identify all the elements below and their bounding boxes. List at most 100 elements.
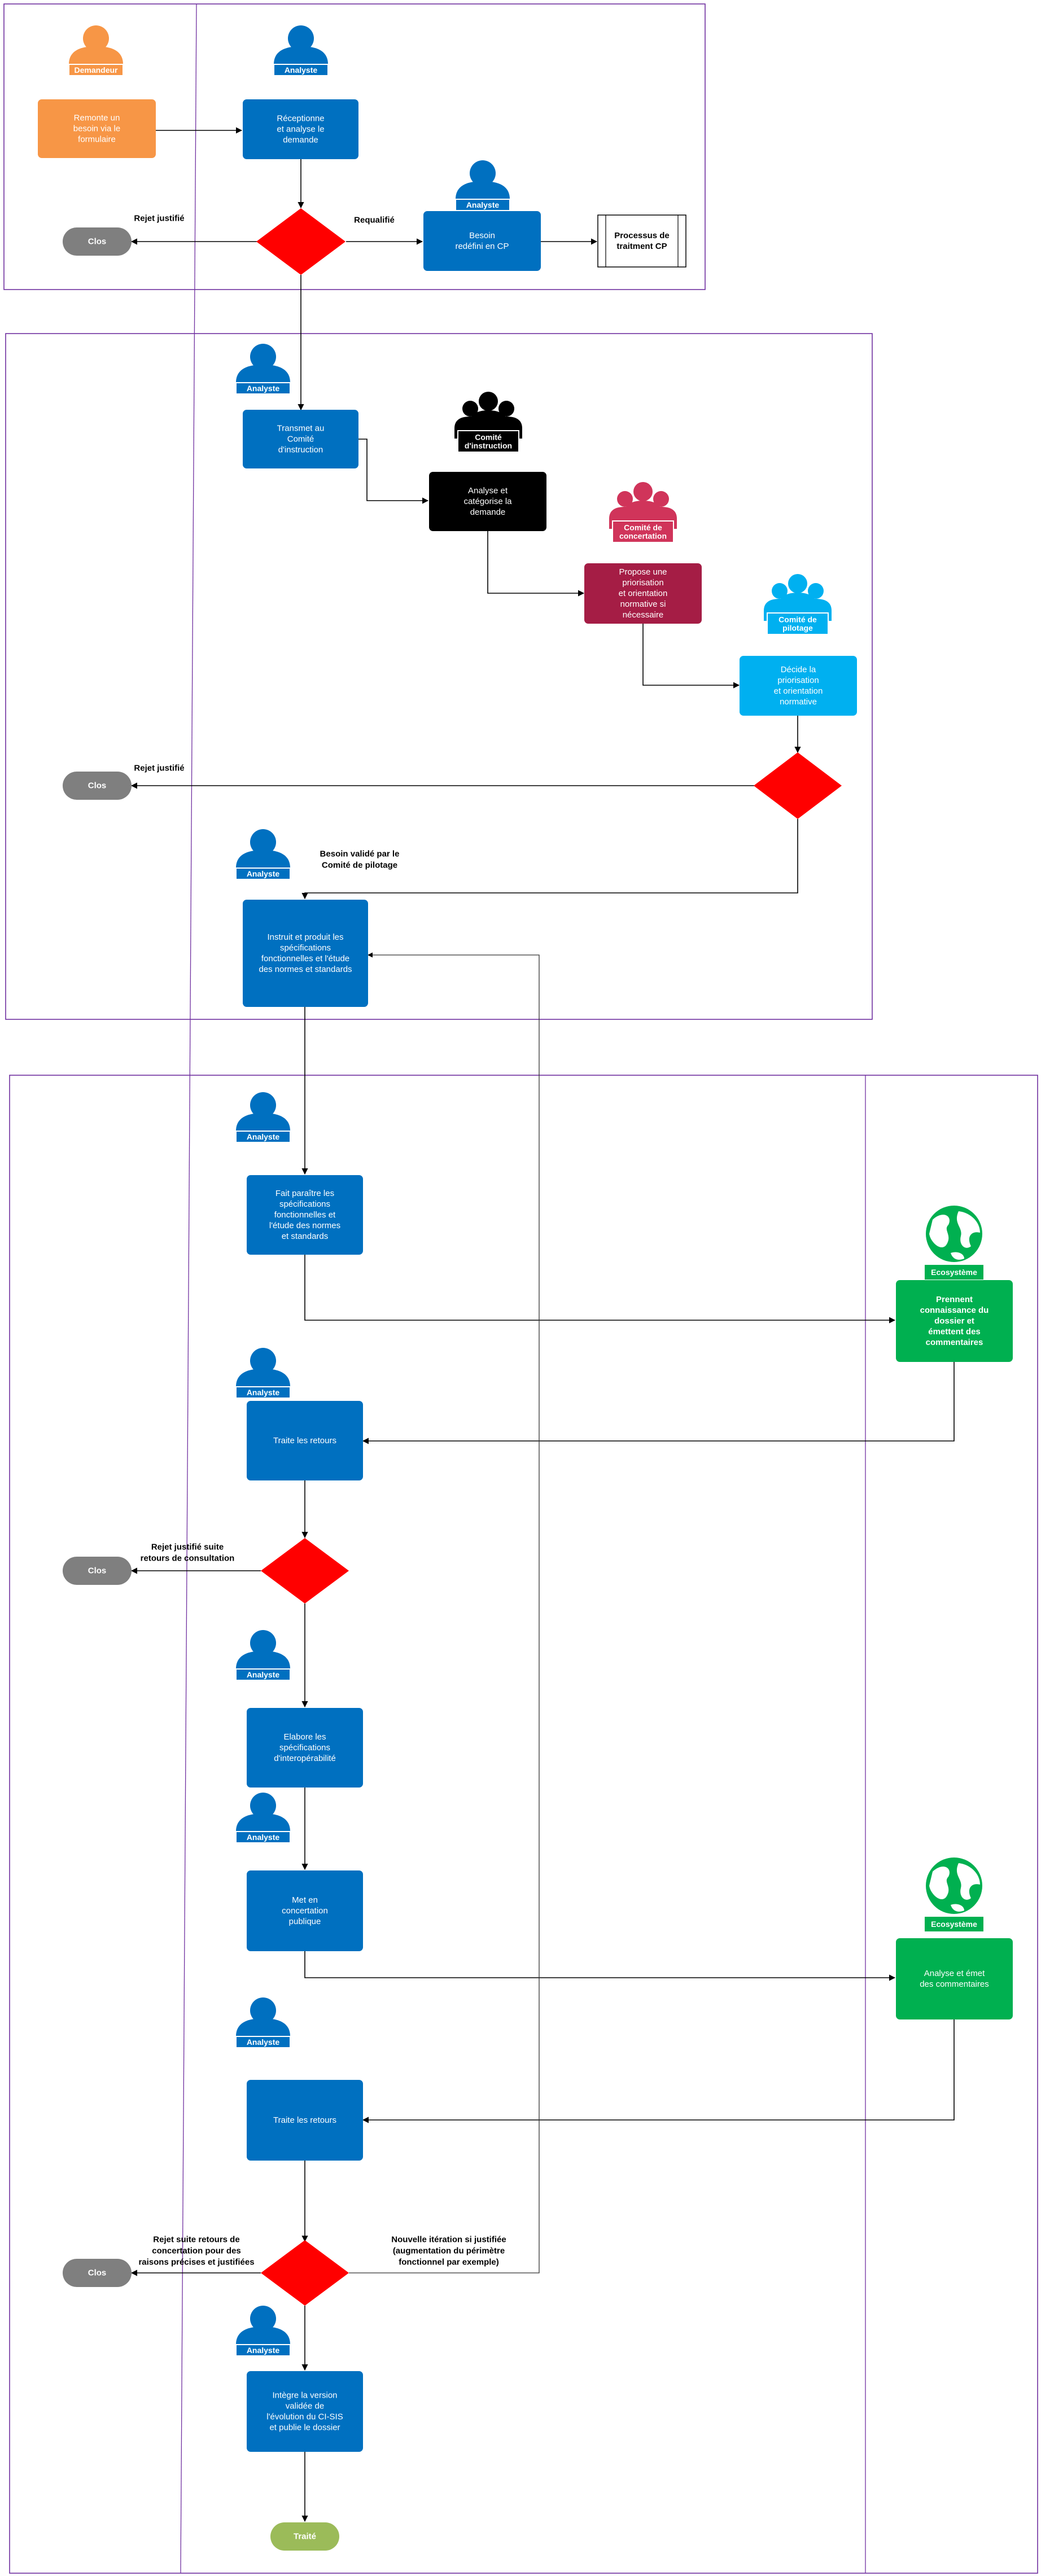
step-elabore-specifications: Elabore lesspécificationsd'interopérabil…	[247, 1708, 363, 1788]
step-traite-retours: Traite les retours	[247, 1401, 363, 1480]
text-line: commentaires	[926, 1338, 983, 1347]
text-line: nécessaire	[623, 610, 664, 620]
text-line: Besoin	[469, 231, 495, 240]
actor-label-bg	[612, 520, 674, 543]
text-line: Analyste	[466, 200, 500, 209]
globe-icon	[926, 1857, 982, 1914]
terminal-clos: Clos	[63, 1557, 132, 1585]
text-line: redéfini en CP	[455, 242, 509, 251]
text-line: Traite les retours	[273, 1436, 336, 1445]
text-line: Analyste	[247, 1388, 280, 1397]
text-line: Prennent	[936, 1295, 973, 1304]
box-shape	[429, 472, 546, 531]
swimlane-qualification	[3, 3, 706, 290]
actor-label-bg	[235, 2344, 291, 2356]
text-line: Réceptionne	[277, 114, 324, 124]
box-shape	[247, 1870, 363, 1951]
text-line: Nouvelle itération si justifiée	[391, 2235, 506, 2245]
text-line: et publie le dossier	[269, 2423, 340, 2433]
swimlane-consultation	[9, 1075, 1038, 2574]
text-line: Fait paraître les	[275, 1189, 334, 1198]
box-shape	[247, 1175, 363, 1255]
actor-analyste: Analyste	[235, 1630, 291, 1681]
text-line: Analyste	[285, 65, 318, 75]
decision-pilotage	[754, 752, 842, 819]
decision-qualification	[256, 208, 345, 275]
box-shape	[247, 2371, 363, 2452]
actor-label-bg	[457, 430, 519, 453]
text-line: Clos	[88, 781, 107, 791]
box-shape	[38, 99, 156, 158]
text-line: Clos	[88, 237, 107, 247]
text-line: des normes et standards	[259, 965, 352, 974]
text-line: normative	[780, 697, 817, 707]
terminal-shape	[63, 227, 132, 256]
actor-label-bg	[925, 1265, 983, 1280]
text-line: catégorise la	[463, 497, 512, 506]
text-line: Ecosystème	[931, 1268, 977, 1277]
box-shape	[740, 656, 857, 716]
text-line: Besoin validé par le	[320, 849, 400, 859]
text-line: Ecosystème	[931, 1920, 977, 1929]
text-line: émettent des	[928, 1327, 981, 1337]
terminal-clos: Clos	[63, 772, 132, 800]
text-line: Remonte un	[74, 113, 120, 123]
actor-label-bg	[235, 1668, 291, 1681]
text-line: Comité de	[778, 615, 817, 624]
text-line: Clos	[88, 2268, 107, 2278]
text-line: l'évolution du CI-SIS	[266, 2412, 343, 2422]
actor-ecosysteme: Ecosystème	[925, 1206, 983, 1280]
text-line: et orientation	[774, 686, 823, 696]
text-line: et standards	[282, 1232, 329, 1241]
text-line: Intègre la version	[272, 2391, 337, 2400]
text-line: Analyse et émet	[924, 1969, 985, 1978]
text-line: Rejet suite retours de	[153, 2235, 239, 2245]
actor-analyste: Analyste	[235, 1793, 291, 1843]
swimlane-instruction	[5, 333, 873, 1020]
actor-analyste: Analyste	[235, 1092, 291, 1143]
text-line: Traité	[294, 2532, 316, 2542]
text-line: fonctionnelles et	[274, 1210, 336, 1220]
text-line: Propose une	[619, 567, 667, 577]
text-line: spécifications	[280, 943, 331, 953]
text-line: priorisation	[622, 578, 663, 588]
connectors	[130, 127, 955, 2522]
text-line: Processus de	[614, 231, 670, 240]
globe-icon	[926, 1206, 982, 1262]
actor-label-bg	[455, 199, 510, 211]
actor-label-bg	[68, 64, 124, 76]
text-line: et orientation	[619, 589, 668, 598]
terminal-shape	[63, 1557, 132, 1585]
text-line: dossier et	[934, 1316, 974, 1326]
actor-analyste: Analyste	[235, 1997, 291, 2048]
actor-demandeur: Demandeur	[68, 25, 124, 76]
label-rejet-justifie: Rejet justifié	[134, 764, 184, 773]
step-traite-retours: Traite les retours	[247, 2080, 363, 2161]
box-shape	[896, 1938, 1013, 2019]
text-line: (augmentation du périmètre	[393, 2246, 505, 2256]
text-line: concertation	[282, 1906, 328, 1916]
text-line: concertation pour des	[152, 2246, 241, 2256]
text-line: formulaire	[78, 135, 116, 144]
text-line: Transmet au	[277, 424, 325, 433]
text-line: Analyste	[247, 1670, 280, 1679]
text-line: concertation	[619, 532, 667, 541]
decision-consultation	[261, 1538, 349, 1604]
actor-label-bg	[235, 868, 291, 880]
text-line: Requalifié	[354, 216, 395, 225]
actor-label-bg	[235, 382, 291, 395]
actor-label-bg	[235, 1831, 291, 1843]
text-line: Analyste	[247, 1132, 280, 1141]
text-line: des commentaires	[920, 1979, 989, 1989]
text-line: Rejet justifié	[134, 764, 184, 773]
text-line: Comité	[475, 433, 502, 442]
